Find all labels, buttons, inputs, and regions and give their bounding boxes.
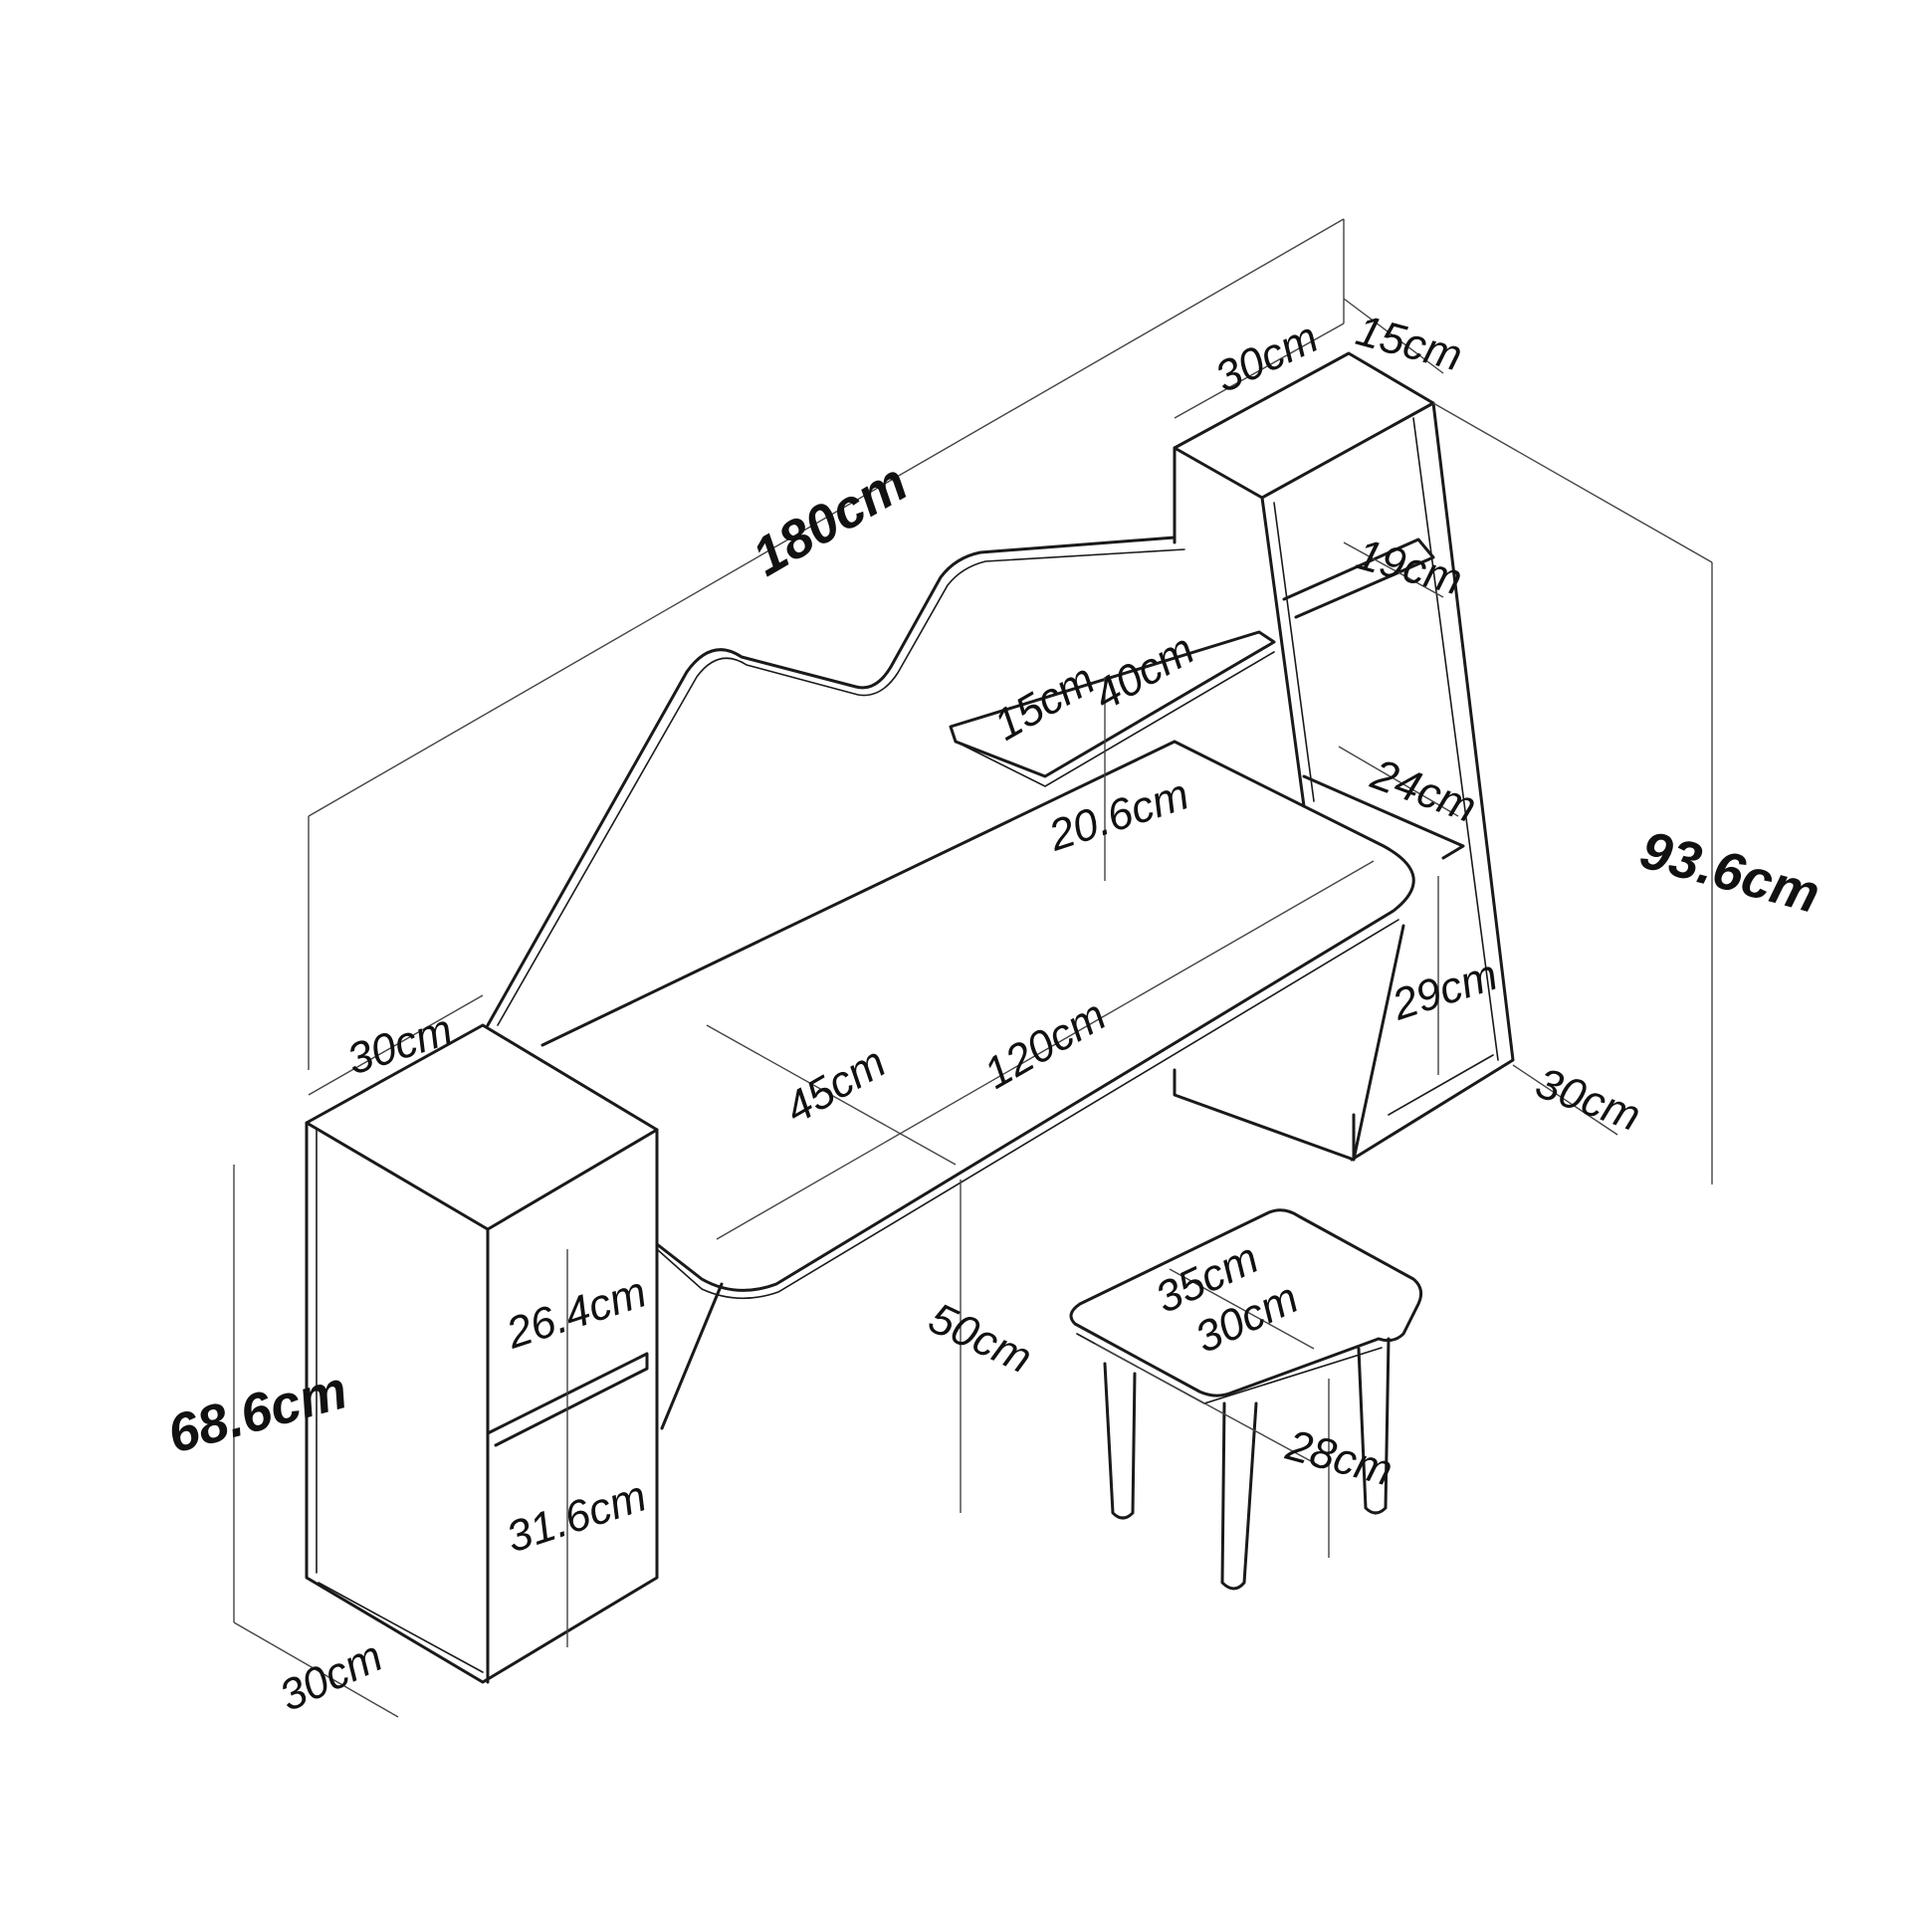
right-tower <box>1173 351 1515 1162</box>
label-cabinet-height: 68.6cm <box>162 1360 353 1464</box>
label-total-height: 93.6cm <box>1634 820 1825 925</box>
label-desk-depth: 45cm <box>777 1037 895 1133</box>
dimension-labels: 180cm 93.6cm 68.6cm 30cm 30cm 26.4cm 31.… <box>162 306 1826 1721</box>
label-tower-shelf-2: 24cm <box>1365 750 1483 832</box>
label-small-shelf-depth: 15cm <box>986 654 1104 750</box>
label-desk-height: 50cm <box>922 1294 1039 1384</box>
label-cabinet-depth: 30cm <box>273 1631 390 1721</box>
label-small-shelf-gap: 20.6cm <box>1042 769 1194 861</box>
desk-top <box>540 740 1415 1430</box>
left-cabinet <box>305 1023 659 1684</box>
small-shelf <box>949 630 1276 787</box>
label-stool-height: 28cm <box>1280 1420 1397 1495</box>
label-left-upper-shelf: 26.4cm <box>500 1267 652 1359</box>
label-total-width: 180cm <box>743 452 918 587</box>
label-left-lower-shelf: 31.6cm <box>501 1471 652 1562</box>
label-tower-top-width: 30cm <box>1208 313 1326 402</box>
label-small-shelf-width: 40cm <box>1086 624 1203 720</box>
label-tower-shelf-3: 29cm <box>1386 951 1503 1030</box>
label-tower-top-depth: 15cm <box>1351 306 1467 380</box>
dimension-lines <box>233 218 1713 1718</box>
label-tower-base-depth: 30cm <box>1530 1058 1647 1141</box>
desk-back-panel <box>486 506 1185 1027</box>
label-desk-width: 120cm <box>976 990 1115 1098</box>
